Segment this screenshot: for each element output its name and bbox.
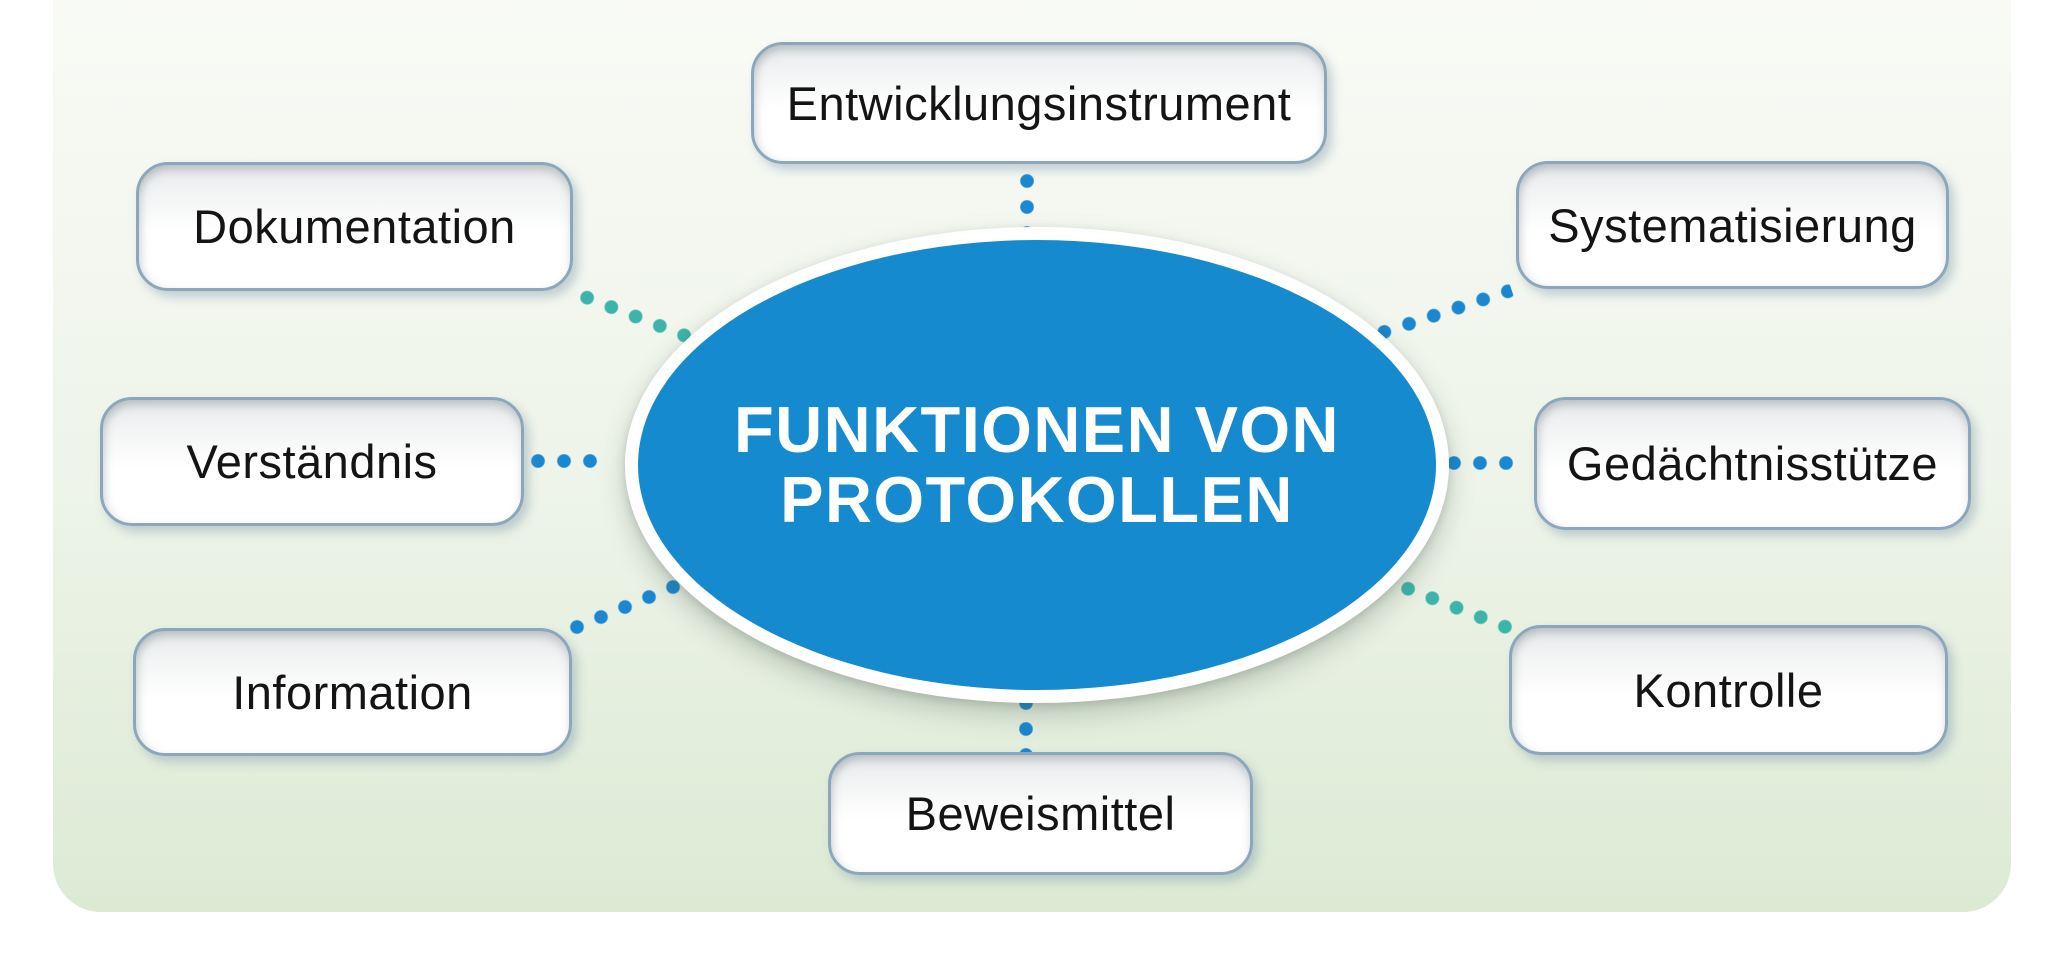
node-label-entwicklungsinstrument: Entwicklungsinstrument (786, 76, 1292, 130)
node-kontrolle: Kontrolle (1509, 625, 1948, 755)
node-label-dokumentation: Dokumentation (193, 200, 516, 253)
connector-verstaendnis-dots (525, 454, 603, 468)
node-information: Information (133, 628, 572, 756)
node-label-systematisierung: Systematisierung (1548, 198, 1917, 252)
node-label-verstaendnis: Verständnis (186, 435, 438, 488)
node-dokumentation: Dokumentation (136, 162, 573, 291)
node-label-beweismittel: Beweismittel (905, 787, 1176, 840)
center-ellipse: FUNKTIONEN VON PROTOKOLLEN (625, 227, 1449, 703)
connector-gedaechtnisstuetze-dots (1441, 456, 1519, 470)
node-systematisierung: Systematisierung (1516, 161, 1949, 289)
node-beweismittel: Beweismittel (828, 752, 1253, 875)
node-entwicklungsinstrument: Entwicklungsinstrument (751, 42, 1327, 164)
center-title-line2: PROTOKOLLEN (780, 463, 1294, 536)
center-title-line1: FUNKTIONEN VON (734, 393, 1340, 466)
node-label-information: Information (232, 665, 473, 719)
node-label-kontrolle: Kontrolle (1633, 663, 1824, 717)
node-gedaechtnisstuetze: Gedächtnisstütze (1534, 397, 1971, 530)
node-verstaendnis: Verständnis (100, 397, 524, 526)
node-label-gedaechtnisstuetze: Gedächtnisstütze (1566, 437, 1939, 490)
